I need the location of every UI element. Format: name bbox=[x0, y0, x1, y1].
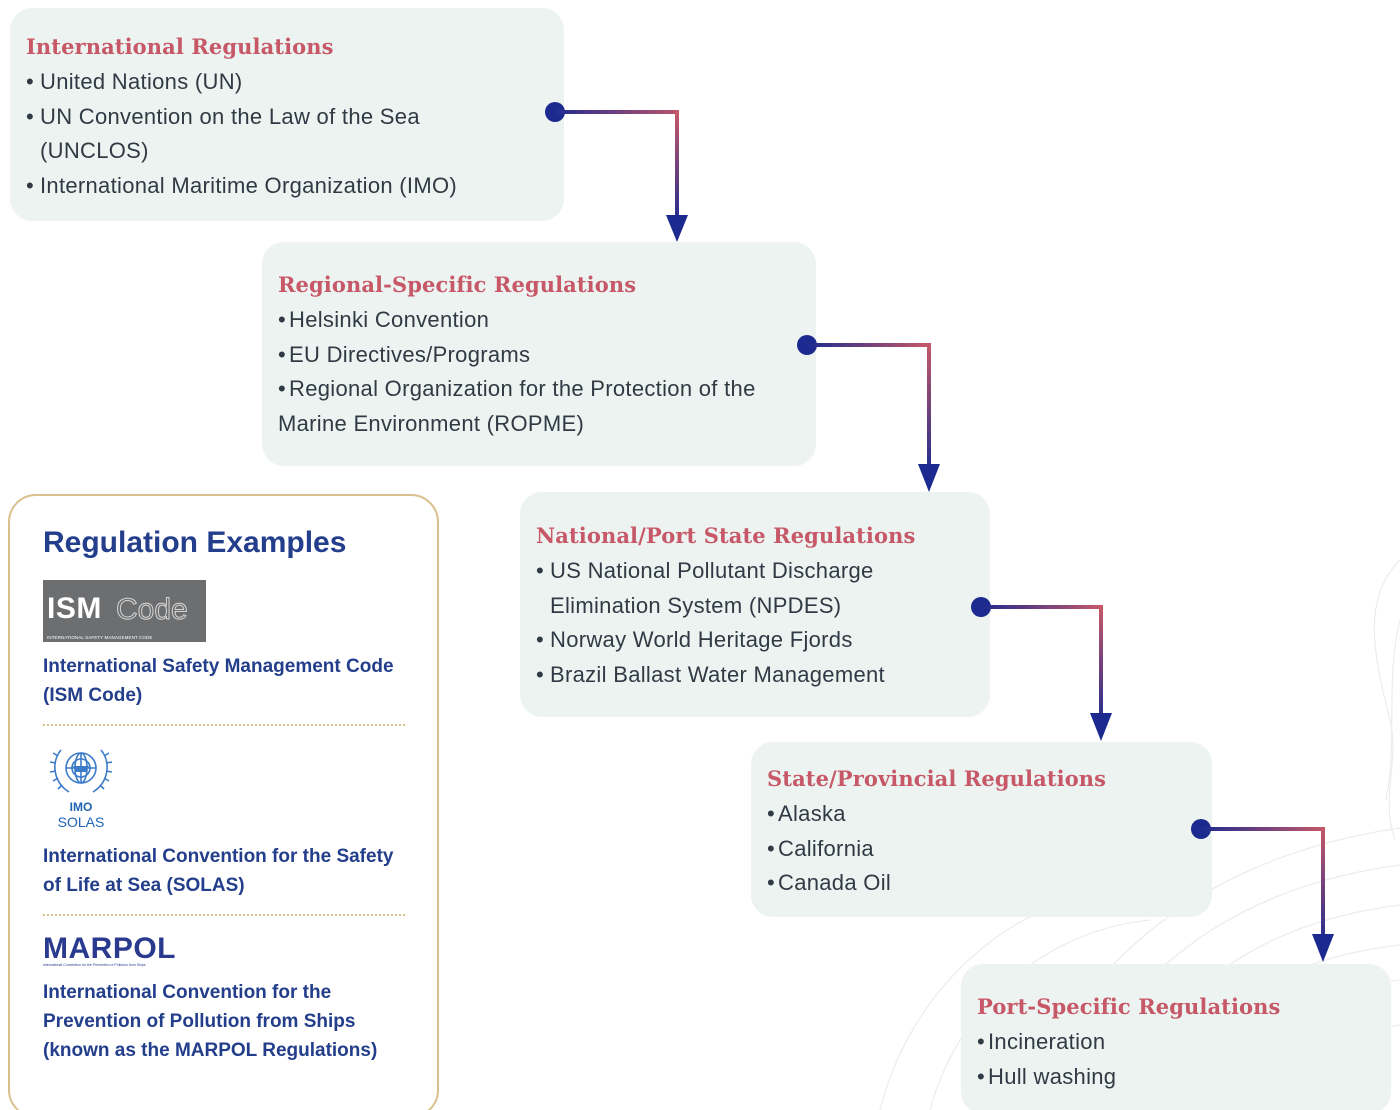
box-title: Regional-Specific Regulations bbox=[278, 272, 637, 297]
list-item: •Helsinki Convention bbox=[278, 307, 490, 332]
port-specific-regulations-box: Port-Specific Regulations •Incineration … bbox=[961, 964, 1391, 1110]
bullet-list: •Incineration •Hull washing bbox=[977, 1025, 1375, 1094]
list-item: •Hull washing bbox=[977, 1063, 1117, 1089]
imo-label: IMO bbox=[69, 800, 93, 814]
list-item: •Norway World Heritage Fjords bbox=[536, 627, 853, 652]
box-title: Port-Specific Regulations bbox=[977, 994, 1281, 1019]
divider bbox=[43, 724, 405, 726]
list-item: •Alaska bbox=[767, 801, 846, 826]
list-item: •Incineration bbox=[977, 1029, 1106, 1054]
bullet-list: •Helsinki Convention •EU Directives/Prog… bbox=[278, 303, 800, 441]
solas-label: SOLAS bbox=[57, 814, 105, 830]
ism-code-caption: International Safety Management Code (IS… bbox=[43, 656, 394, 706]
imo-solas-logo: IMO SOLAS bbox=[43, 742, 123, 834]
national-port-state-regulations-box: National/Port State Regulations •US Nati… bbox=[520, 492, 990, 717]
box-title: State/Provincial Regulations bbox=[767, 766, 1107, 791]
list-item: •Brazil Ballast Water Management bbox=[536, 661, 885, 687]
divider bbox=[43, 914, 405, 916]
list-item: •International Maritime Organization (IM… bbox=[26, 172, 458, 198]
list-item: •California bbox=[767, 835, 874, 861]
examples-heading: Regulation Examples bbox=[43, 526, 347, 559]
ism-code-logo: ISM Code INTERNATIONAL SAFETY MANAGEMENT… bbox=[43, 580, 206, 642]
un-emblem-icon bbox=[49, 749, 113, 793]
regulation-examples-panel: Regulation Examples ISM Code INTERNATION… bbox=[8, 494, 439, 1110]
box-title: National/Port State Regulations bbox=[536, 523, 916, 548]
list-item: •UN Convention on the Law of the Sea (UN… bbox=[26, 103, 420, 164]
solas-caption: International Convention for the Safety … bbox=[43, 846, 394, 896]
international-regulations-box: International Regulations •United Nation… bbox=[10, 8, 564, 221]
box-title: International Regulations bbox=[26, 34, 334, 59]
list-item: •US National Pollutant Discharge Elimina… bbox=[536, 558, 874, 618]
bullet-list: •United Nations (UN) •UN Convention on t… bbox=[26, 65, 548, 203]
list-item: •Regional Organization for the Protectio… bbox=[278, 376, 756, 436]
marpol-logo: MARPOL International Convention for the … bbox=[43, 932, 176, 967]
list-item: •EU Directives/Programs bbox=[278, 341, 531, 367]
marpol-caption: International Convention for the Prevent… bbox=[43, 982, 378, 1061]
bullet-list: •Alaska •California •Canada Oil bbox=[767, 797, 1196, 901]
bullet-list: •US National Pollutant Discharge Elimina… bbox=[536, 554, 974, 692]
list-item: •United Nations (UN) bbox=[26, 69, 243, 94]
regional-regulations-box: Regional-Specific Regulations •Helsinki … bbox=[262, 242, 816, 466]
state-provincial-regulations-box: State/Provincial Regulations •Alaska •Ca… bbox=[751, 742, 1212, 917]
list-item: •Canada Oil bbox=[767, 870, 892, 895]
